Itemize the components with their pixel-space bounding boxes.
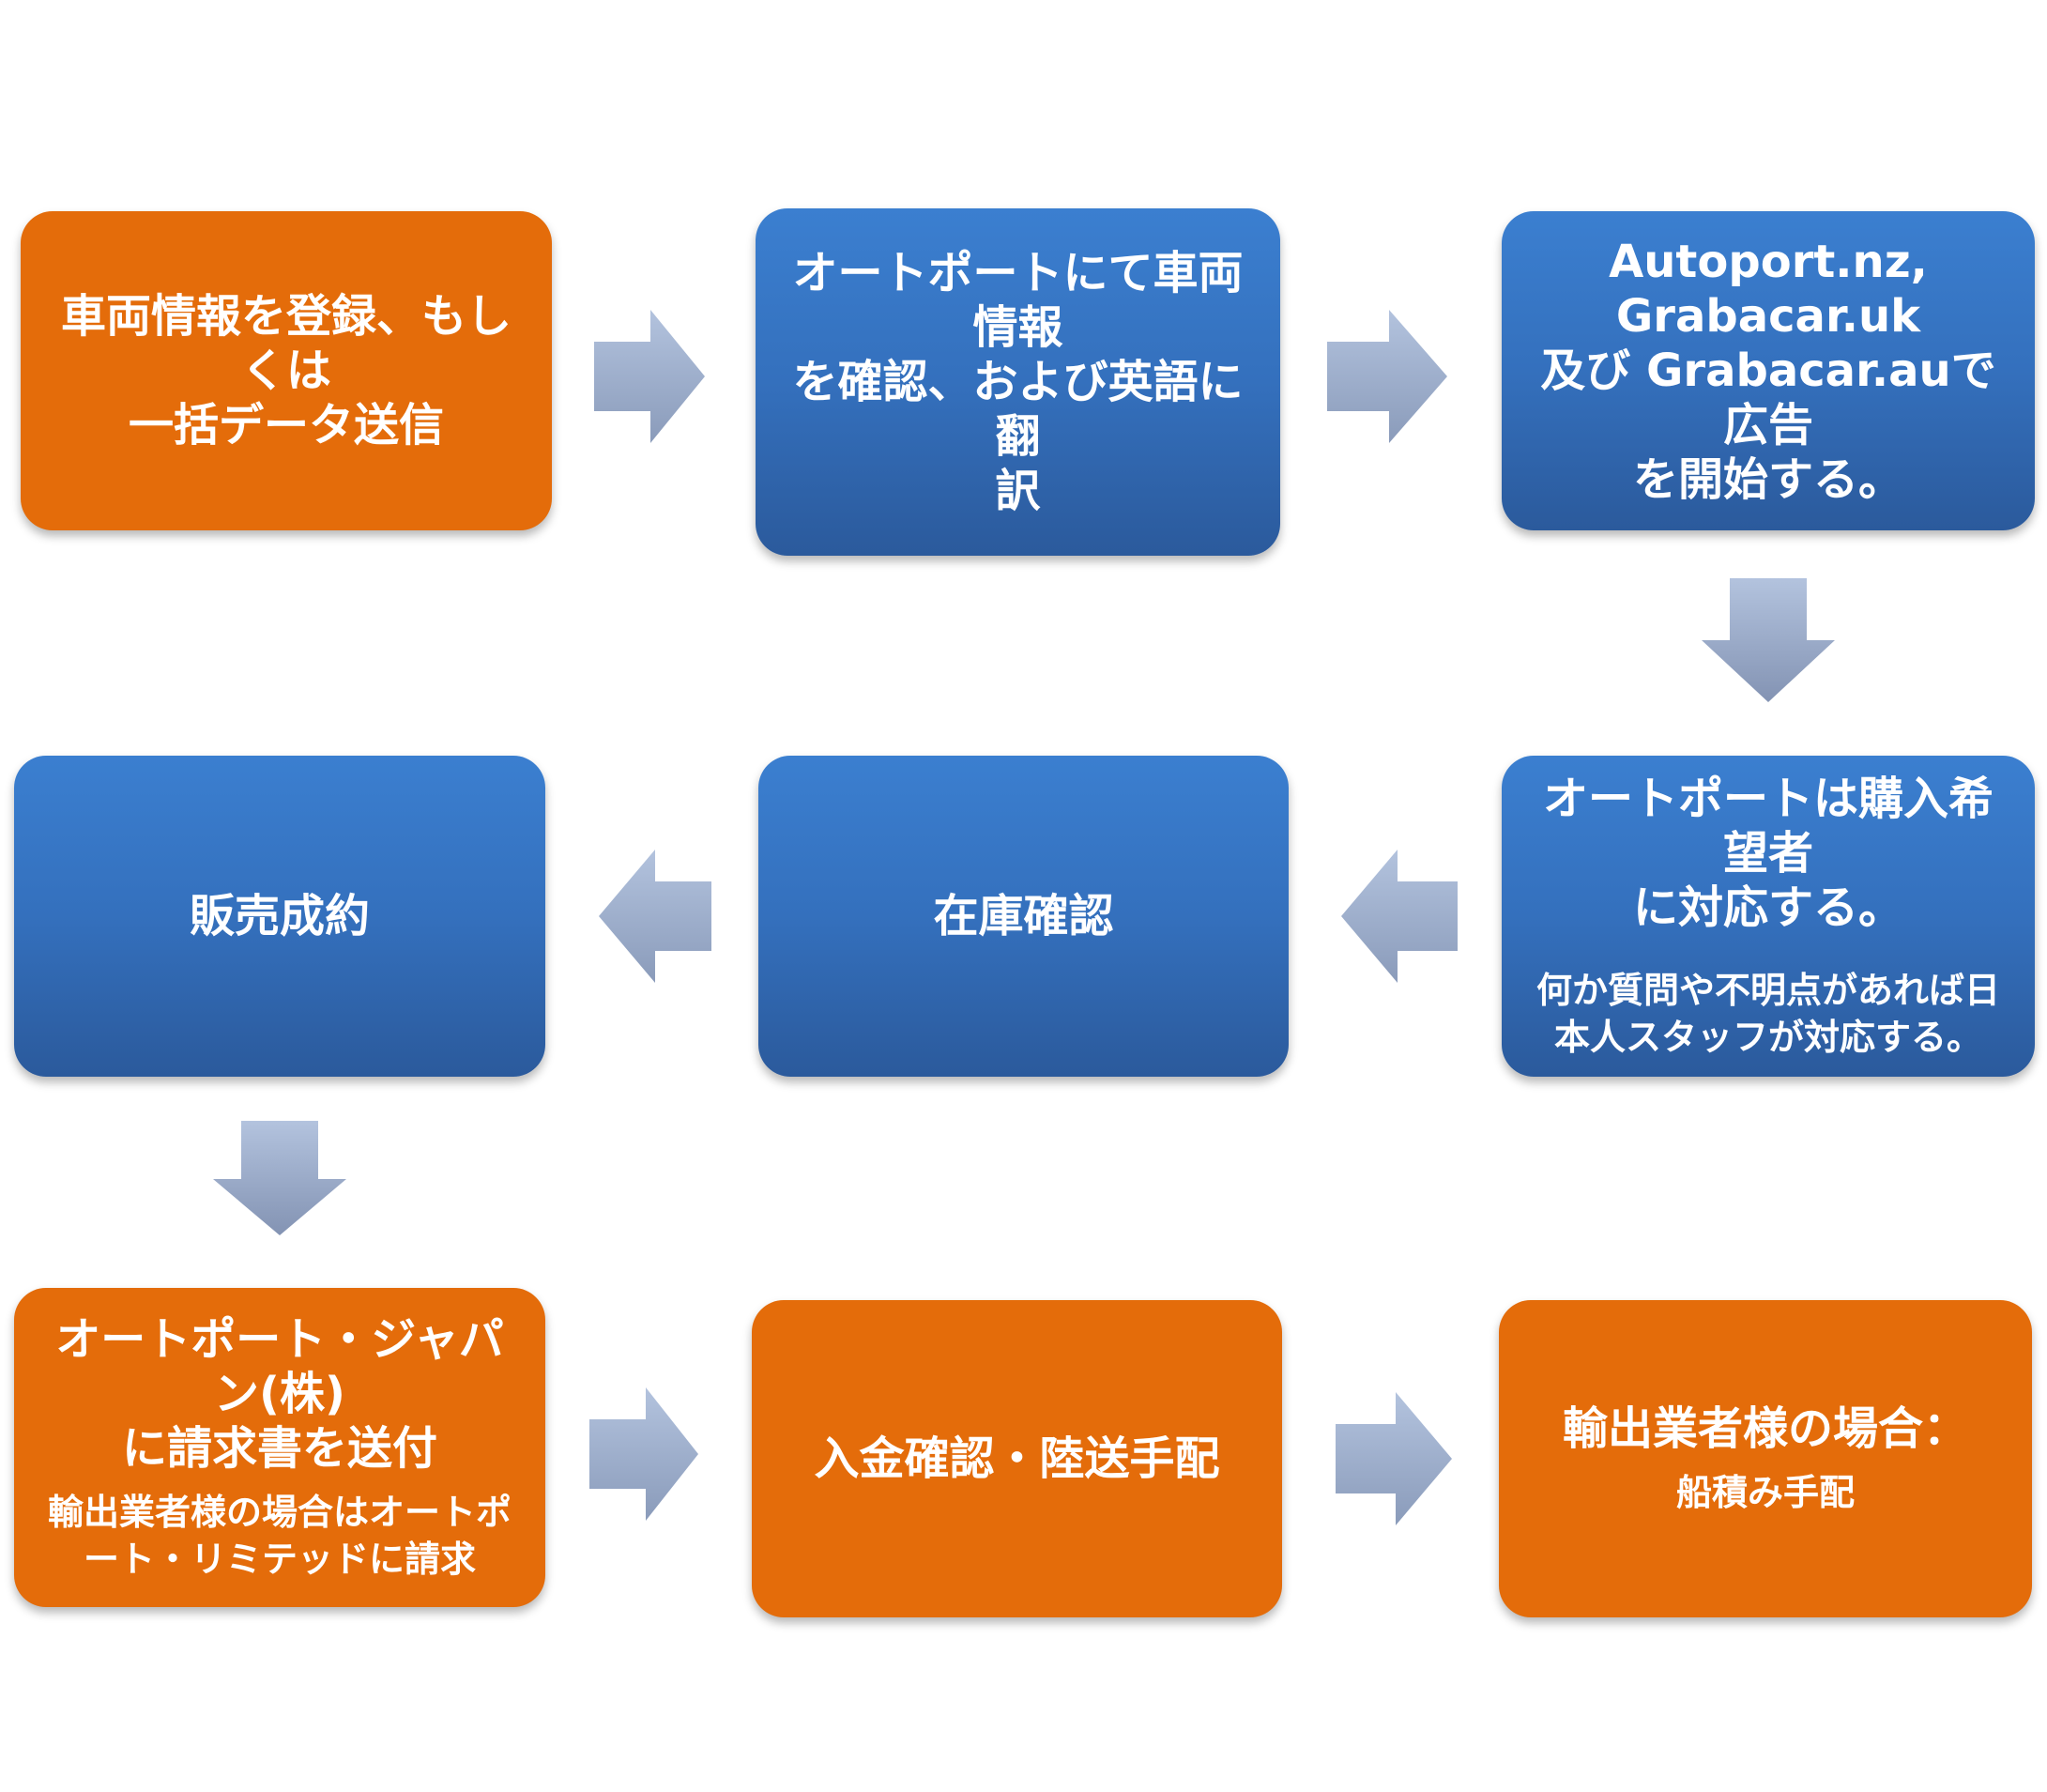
arrow-right-icon xyxy=(589,1387,698,1521)
step-sale: 販売成約 xyxy=(14,756,545,1077)
arrow-left-icon xyxy=(1341,850,1458,983)
arrow-right-icon xyxy=(1327,310,1447,443)
step-respond-text: オートポートは購入希望者 に対応する。 xyxy=(1542,773,1994,934)
step-sale-text: 販売成約 xyxy=(189,890,370,942)
step-respond-subtext: 何か質問や不明点があれば日 本人スタッフが対応する。 xyxy=(1535,970,2000,1058)
step-payment: 入金確認・陸送手配 xyxy=(752,1300,1282,1617)
step-stock-text: 在庫確認 xyxy=(933,890,1114,942)
arrow-down-icon xyxy=(1702,578,1835,702)
step-invoice-subtext: 輸出業者様の場合はオートポ ート・リミテッドに請求 xyxy=(47,1492,512,1580)
step-shipping-subtext: 船積み手配 xyxy=(1675,1472,1855,1513)
step-advertise: Autoport.nz, Grabacar.uk 及び Grabacar.auで… xyxy=(1502,211,2035,530)
step-verify-text: オートポートにて車両情報 を確認、および英語に翻 訳 xyxy=(792,247,1244,517)
arrow-down-icon xyxy=(213,1121,346,1235)
step-invoice: オートポート・ジャパン(株) に請求書を送付 輸出業者様の場合はオートポ ート・… xyxy=(14,1288,545,1607)
step-register-text: 車両情報を登録、もしくは 一括データ送信 xyxy=(60,290,512,452)
step-verify: オートポートにて車両情報 を確認、および英語に翻 訳 xyxy=(756,208,1280,556)
step-shipping-text: 輸出業者様の場合： xyxy=(1562,1402,1968,1455)
step-register: 車両情報を登録、もしくは 一括データ送信 xyxy=(21,211,552,530)
step-payment-text: 入金確認・陸送手配 xyxy=(814,1432,1220,1485)
arrow-right-icon xyxy=(1336,1392,1452,1525)
arrow-right-icon xyxy=(594,310,705,443)
step-invoice-text: オートポート・ジャパン(株) に請求書を送付 xyxy=(55,1313,504,1475)
step-respond: オートポートは購入希望者 に対応する。 何か質問や不明点があれば日 本人スタッフ… xyxy=(1502,756,2035,1077)
arrow-left-icon xyxy=(599,850,711,983)
step-shipping: 輸出業者様の場合： 船積み手配 xyxy=(1499,1300,2032,1617)
step-advertise-text: Autoport.nz, Grabacar.uk 及び Grabacar.auで… xyxy=(1540,236,1996,506)
step-stock: 在庫確認 xyxy=(758,756,1289,1077)
